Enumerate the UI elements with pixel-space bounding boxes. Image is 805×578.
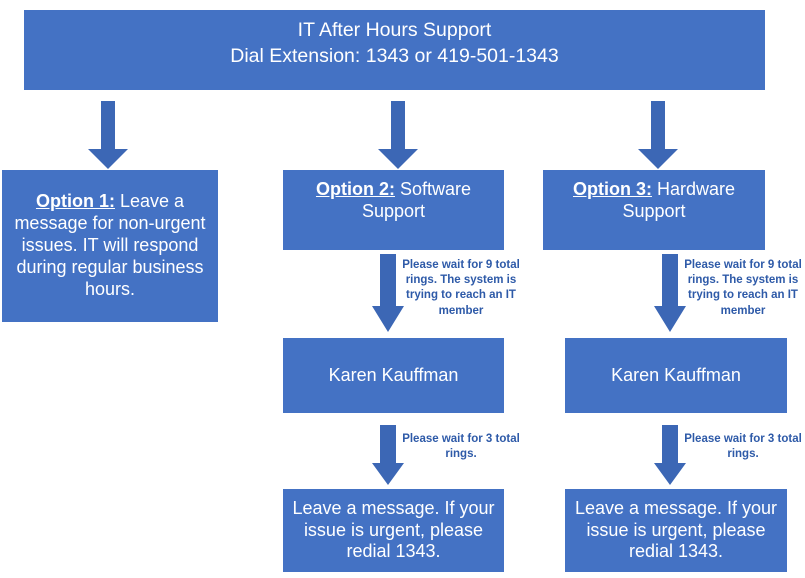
- hardware-contact-name: Karen Kauffman: [611, 364, 741, 385]
- down-arrow-icon: [378, 101, 418, 169]
- option-1-body: Leave a message for non-urgent issues. I…: [14, 191, 206, 299]
- software-rings-3-note: Please wait for 3 total rings.: [402, 433, 520, 461]
- down-arrow-icon: [654, 254, 686, 332]
- software-final-text: Leave a message. If your issue is urgent…: [292, 497, 495, 562]
- option-1-box: Option 1: Leave a message for non-urgent…: [2, 170, 218, 322]
- option-3-text: Option 3: Hardware Support: [551, 179, 757, 223]
- option-2-box: Option 2: Software Support: [283, 170, 504, 250]
- option-1-label: Option 1:: [35, 191, 115, 212]
- down-arrow-icon: [654, 425, 686, 485]
- header-line-1: IT After Hours Support: [297, 19, 492, 41]
- down-arrow-icon: [88, 101, 128, 169]
- software-final-box: Leave a message. If your issue is urgent…: [283, 489, 504, 572]
- hardware-final-box: Leave a message. If your issue is urgent…: [565, 489, 787, 572]
- software-contact-box: Karen Kauffman: [283, 338, 504, 413]
- option-3-box: Option 3: Hardware Support: [543, 170, 765, 250]
- option-3-label: Option 3:: [572, 179, 652, 199]
- down-arrow-icon: [638, 101, 678, 169]
- software-contact-name: Karen Kauffman: [328, 364, 459, 385]
- option-3-body: Hardware Support: [622, 179, 736, 221]
- hardware-contact-box: Karen Kauffman: [565, 338, 787, 413]
- option-2-body: Software Support: [361, 179, 472, 221]
- option-1-text: Option 1: Leave a message for non-urgent…: [12, 191, 208, 301]
- hardware-rings-3-note: Please wait for 3 total rings.: [684, 433, 802, 461]
- software-rings-9-note: Please wait for 9 total rings. The syste…: [402, 259, 520, 317]
- header-line-2: Dial Extension: 1343 or 419-501-1343: [230, 44, 559, 67]
- hardware-rings-9-note: Please wait for 9 total rings. The syste…: [684, 259, 802, 317]
- option-2-text: Option 2: Software Support: [291, 179, 496, 223]
- hardware-final-text: Leave a message. If your issue is urgent…: [574, 497, 778, 562]
- header-box: IT After Hours Support Dial Extension: 1…: [24, 10, 765, 90]
- option-2-label: Option 2:: [315, 179, 395, 199]
- header-text: IT After Hours Support Dial Extension: 1…: [32, 18, 757, 69]
- down-arrow-icon: [372, 254, 404, 332]
- down-arrow-icon: [372, 425, 404, 485]
